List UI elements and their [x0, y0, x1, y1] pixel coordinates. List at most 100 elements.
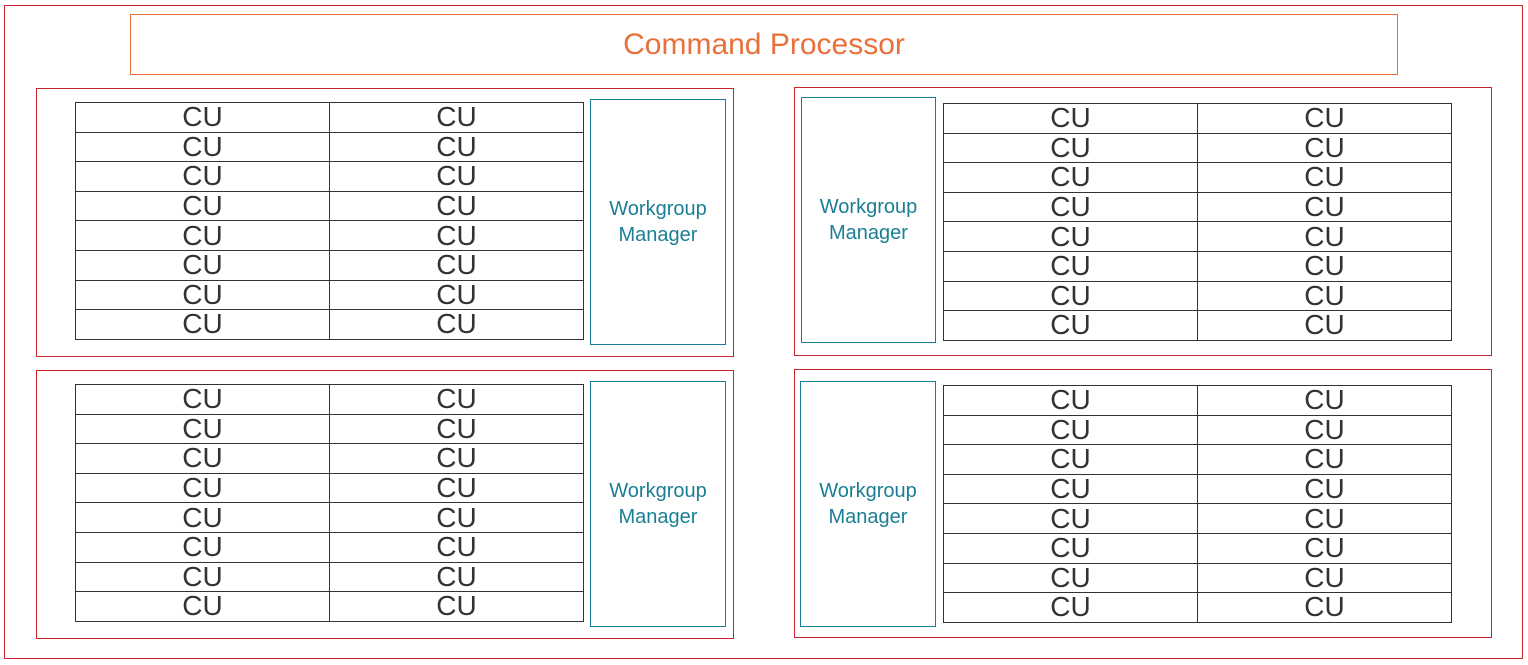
- shader-engine-top-right: [794, 87, 1492, 356]
- cu-cell: CU: [943, 191, 1198, 223]
- cu-cell: CU: [75, 220, 330, 251]
- cu-cell: CU: [75, 561, 330, 593]
- cu-cell: CU: [1197, 250, 1452, 282]
- cu-cell: CU: [75, 443, 330, 474]
- cu-cell: CU: [1197, 191, 1452, 223]
- cu-cell: CU: [943, 592, 1198, 623]
- cu-cell: CU: [943, 414, 1198, 446]
- cu-cell: CU: [75, 279, 330, 311]
- cu-cell: CU: [1197, 473, 1452, 505]
- workgroup-manager-label: Workgroup: [819, 480, 917, 502]
- cu-cell: CU: [1197, 221, 1452, 252]
- cu-cell: CU: [1197, 162, 1452, 193]
- workgroup-manager-label: Manager: [829, 222, 908, 244]
- cu-cell: CU: [329, 131, 584, 163]
- workgroup-manager-label: Workgroup: [609, 480, 707, 502]
- cu-cell: CU: [75, 472, 330, 504]
- cu-cell: CU: [75, 309, 330, 340]
- command-processor-label: Command Processor: [623, 27, 905, 61]
- cu-cell: CU: [1197, 280, 1452, 312]
- cu-cell: CU: [329, 161, 584, 192]
- cu-cell: CU: [943, 562, 1198, 594]
- cu-cell: CU: [329, 309, 584, 340]
- shader-engine-top-left: [36, 88, 734, 357]
- cu-cell: CU: [1197, 532, 1452, 564]
- cu-cell: CU: [329, 220, 584, 251]
- cu-cell: CU: [1197, 503, 1452, 534]
- cu-cell: CU: [329, 591, 584, 622]
- cu-cell: CU: [329, 443, 584, 474]
- shader-engine-bottom-right: [794, 369, 1492, 638]
- cu-cell: CU: [1197, 562, 1452, 594]
- cu-cell: CU: [329, 413, 584, 445]
- cu-cell: CU: [75, 249, 330, 281]
- cu-cell: CU: [943, 103, 1198, 134]
- cu-cell: CU: [943, 221, 1198, 252]
- cu-cell: CU: [1197, 310, 1452, 341]
- cu-cell: CU: [1197, 103, 1452, 134]
- cu-cell: CU: [329, 190, 584, 222]
- cu-cell: CU: [75, 190, 330, 222]
- cu-cell: CU: [329, 384, 584, 415]
- cu-cell: CU: [943, 250, 1198, 282]
- cu-cell: CU: [329, 102, 584, 133]
- cu-cell: CU: [329, 531, 584, 563]
- cu-cell: CU: [943, 162, 1198, 193]
- cu-cell: CU: [75, 591, 330, 622]
- cu-cell: CU: [943, 385, 1198, 416]
- cu-cell: CU: [75, 531, 330, 563]
- cu-cell: CU: [943, 532, 1198, 564]
- cu-cell: CU: [329, 472, 584, 504]
- cu-cell: CU: [943, 503, 1198, 534]
- cu-cell: CU: [75, 413, 330, 445]
- cu-cell: CU: [75, 131, 330, 163]
- cu-cell: CU: [329, 502, 584, 533]
- command-processor: Command Processor: [130, 14, 1398, 75]
- cu-cell: CU: [75, 502, 330, 533]
- cu-cell: CU: [943, 310, 1198, 341]
- workgroup-manager-label: Manager: [618, 506, 698, 528]
- cu-cell: CU: [329, 561, 584, 593]
- cu-cell: CU: [1197, 414, 1452, 446]
- cu-cell: CU: [943, 473, 1198, 505]
- cu-cell: CU: [1197, 592, 1452, 623]
- workgroup-manager-label: Manager: [618, 224, 698, 246]
- cu-cell: CU: [1197, 385, 1452, 416]
- cu-cell: CU: [75, 384, 330, 415]
- cu-cell: CU: [329, 249, 584, 281]
- cu-cell: CU: [943, 444, 1198, 475]
